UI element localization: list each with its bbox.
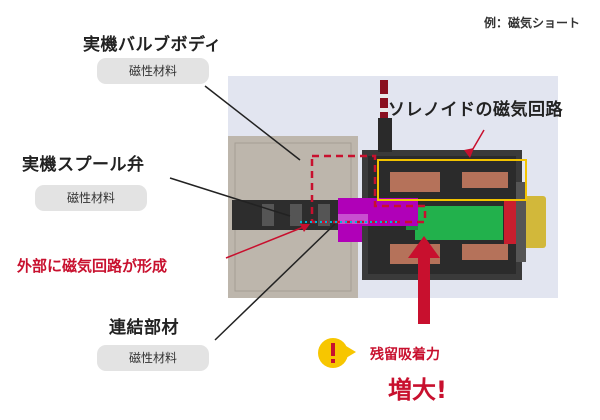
spool-land <box>290 204 302 226</box>
solenoid-circuit-label: ソレノイドの磁気回路 <box>388 100 563 120</box>
connecting-member <box>338 198 418 242</box>
lead-wire-band <box>380 108 388 112</box>
leader-external-circuit <box>225 225 307 259</box>
end-flange <box>516 182 526 262</box>
plunger <box>415 206 503 240</box>
solenoid-circuit-frame <box>377 159 527 201</box>
example-note: 例：磁気ショート <box>484 16 581 30</box>
leader-spool <box>169 177 291 217</box>
external-circuit-label: 外部に磁気回路が形成 <box>17 257 168 275</box>
lead-wire <box>380 80 388 152</box>
spool-label: 実機スプール弁 <box>22 155 145 175</box>
coil-upper-right <box>462 172 508 188</box>
valve-body-label: 実機バルブボディ <box>83 35 222 55</box>
connecting-member-highlight <box>338 214 368 224</box>
force-arrow-shaft <box>418 254 430 324</box>
spool-badge: 磁性材料 <box>35 185 147 211</box>
residual-force-label: 残留吸着力 <box>370 347 440 363</box>
spool-land <box>318 204 330 226</box>
alert-icon <box>318 338 356 368</box>
connecting-member-badge: 磁性材料 <box>97 345 209 371</box>
leader-arrowhead <box>464 148 474 158</box>
leader-connecting-member <box>214 223 336 341</box>
lead-wire-grommet <box>378 118 392 152</box>
leader-arrowhead <box>300 224 310 232</box>
increase-label: 増大! <box>388 376 447 404</box>
valve-body-badge: 磁性材料 <box>97 58 209 84</box>
coil-lower-right <box>462 244 508 260</box>
end-connector <box>520 196 546 248</box>
leader-valve-body <box>204 85 301 161</box>
lead-wire-band <box>380 94 388 98</box>
force-arrow-head <box>408 236 440 258</box>
coil-upper-left <box>390 172 440 192</box>
connecting-member-label: 連結部材 <box>109 318 179 338</box>
